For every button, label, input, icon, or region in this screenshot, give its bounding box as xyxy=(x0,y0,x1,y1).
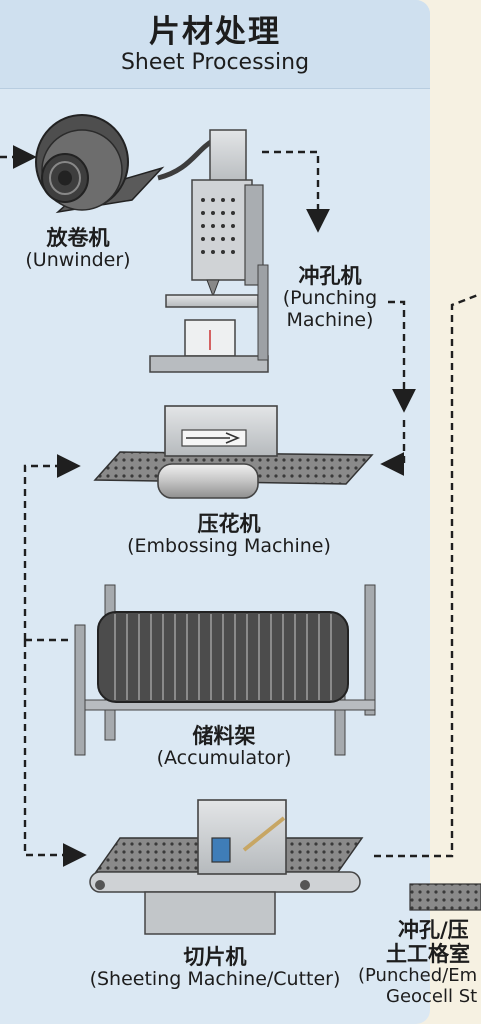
sheeting-label-zh: 切片机 xyxy=(183,945,247,969)
arrow-loop-to-embossing xyxy=(23,454,81,640)
unwinder-machine xyxy=(0,114,216,214)
next-stage-strip xyxy=(430,0,481,1024)
output-label-zh2: 土工格室 xyxy=(386,942,470,967)
cutter-control-screen xyxy=(211,837,231,863)
embossing-label-zh: 压花机 xyxy=(197,512,261,536)
sheeting-machine xyxy=(89,799,364,935)
arrow-to-sheeting xyxy=(23,640,87,867)
arrow-punch-down xyxy=(262,150,330,233)
accumulator-rack xyxy=(74,584,376,756)
punching-label-en2: Machine) xyxy=(286,308,374,331)
page-subtitle: Sheet Processing xyxy=(120,50,310,75)
label-embossing: 压花机 (Embossing Machine) xyxy=(84,512,374,558)
cutter-housing xyxy=(197,799,287,875)
sheeting-label-en: (Sheeting Machine/Cutter) xyxy=(89,968,341,991)
unwinder-label-en: (Unwinder) xyxy=(25,249,131,272)
arrow-into-embossing xyxy=(380,420,406,476)
page-title: 片材处理 xyxy=(149,14,281,50)
punching-label-zh: 冲孔机 xyxy=(298,264,362,288)
panel-header xyxy=(0,0,430,89)
flow-arrows xyxy=(23,150,479,867)
conveyor-belt xyxy=(89,871,361,893)
punching-machine xyxy=(149,129,269,373)
label-output-partial: 冲孔/压 土工格室 (Punched/Em Geocell St xyxy=(356,918,481,1008)
punch-die-holes xyxy=(201,198,235,254)
unwinder-label-zh: 放卷机 xyxy=(46,226,110,250)
output-label-en2: Geocell St xyxy=(386,985,478,1007)
embossing-roller xyxy=(157,463,259,499)
output-sheet-stack xyxy=(409,883,481,911)
label-punching: 冲孔机 (Punching Machine) xyxy=(270,264,390,332)
label-unwinder: 放卷机 (Unwinder) xyxy=(14,226,142,272)
embossing-machine xyxy=(93,405,374,499)
accumulator-label-zh: 储料架 xyxy=(192,724,256,748)
output-label-en1: (Punched/Em xyxy=(358,965,478,987)
accumulator-label-en: (Accumulator) xyxy=(156,747,292,770)
arrow-to-output xyxy=(374,293,479,858)
embossing-label-en: (Embossing Machine) xyxy=(127,535,331,558)
arrow-to-embossing-side xyxy=(388,300,416,413)
label-accumulator: 储料架 (Accumulator) xyxy=(124,724,324,770)
punching-label-en1: (Punching xyxy=(282,287,378,310)
output-label-zh1: 冲孔/压 xyxy=(398,918,469,942)
label-sheeting: 切片机 (Sheeting Machine/Cutter) xyxy=(70,945,360,991)
